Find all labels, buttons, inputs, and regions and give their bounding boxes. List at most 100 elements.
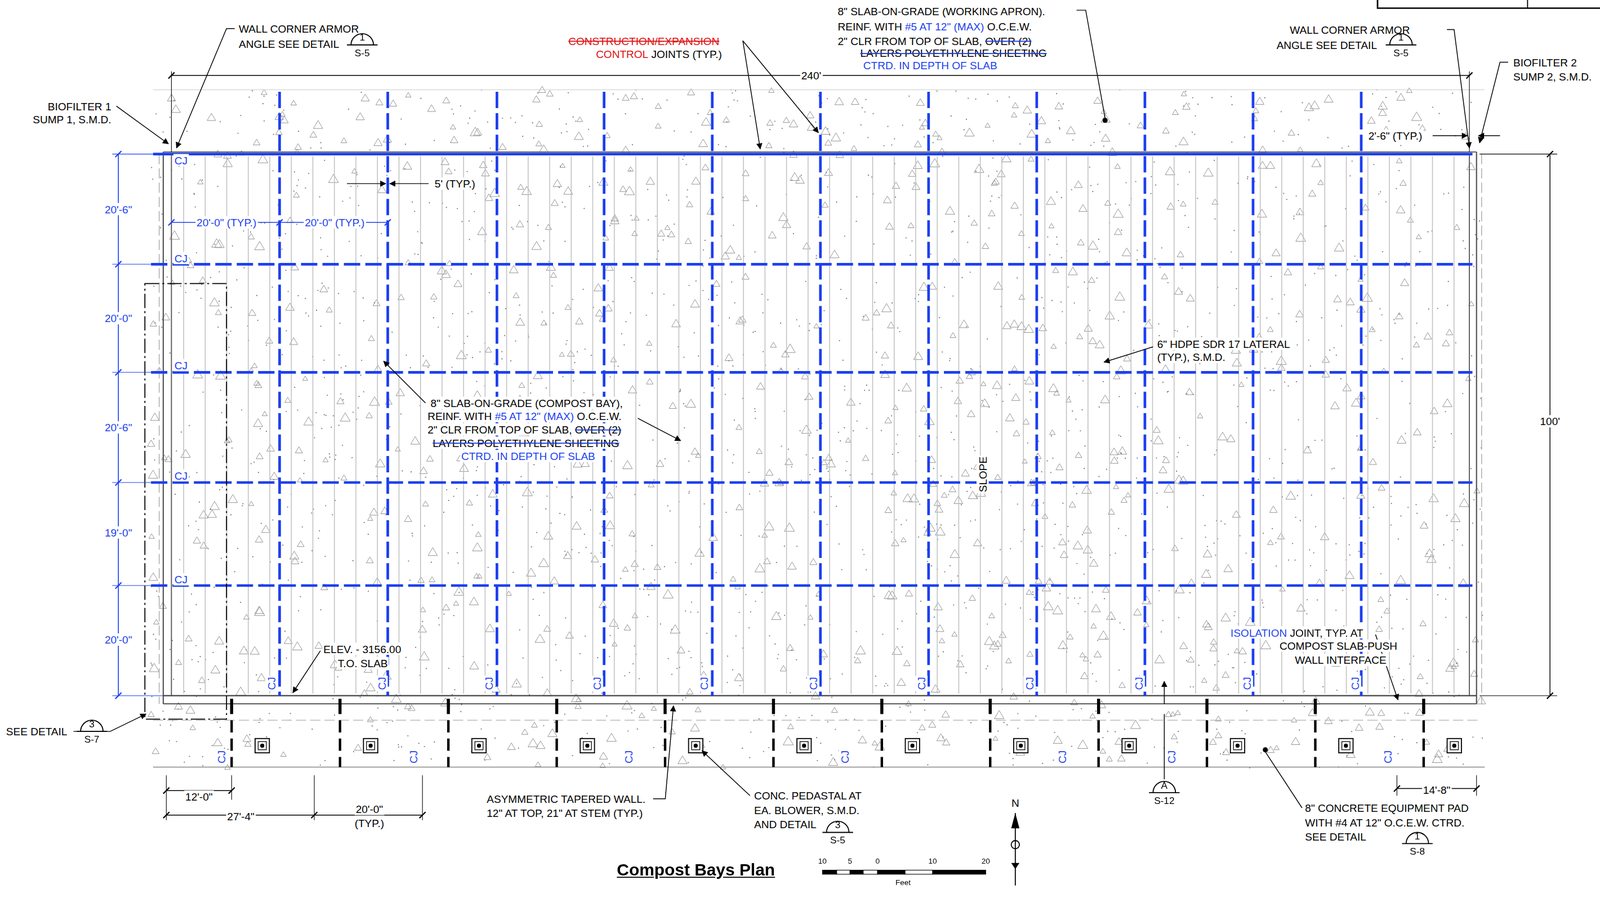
circle-element	[197, 661, 199, 663]
circle-element	[634, 493, 636, 496]
path-element	[807, 123, 815, 131]
circle-element	[1336, 309, 1338, 311]
circle-element	[1188, 171, 1191, 173]
circle-element	[304, 297, 306, 300]
circle-element	[872, 113, 874, 115]
path-element	[294, 143, 302, 150]
circle-element	[448, 500, 450, 502]
circle-element	[554, 466, 556, 468]
circle-element	[639, 588, 641, 590]
circle-element	[884, 725, 886, 728]
path-element	[724, 353, 733, 361]
circle-element	[1020, 214, 1022, 216]
path-element	[945, 206, 955, 215]
circle-element	[285, 269, 287, 271]
circle-element	[942, 651, 944, 653]
circle-element	[1327, 136, 1329, 138]
path-element	[1413, 428, 1422, 436]
circle-element	[241, 505, 243, 507]
circle-element	[220, 558, 222, 560]
circle-element	[625, 321, 627, 323]
circle-element	[667, 505, 669, 507]
circle-element	[272, 519, 274, 521]
circle-element	[911, 240, 913, 242]
circle-element	[1397, 538, 1399, 540]
circle-element	[910, 711, 912, 713]
circle-element	[1230, 251, 1232, 253]
circle-element	[987, 665, 989, 667]
circle-element	[1447, 281, 1450, 283]
circle-element	[304, 460, 306, 462]
circle-element	[1291, 542, 1294, 545]
circle-element	[437, 326, 439, 328]
circle-element	[168, 471, 171, 474]
circle-element	[1219, 753, 1221, 755]
circle-element	[1232, 667, 1234, 669]
circle-element	[693, 332, 695, 334]
circle-element	[960, 504, 962, 506]
path-element	[862, 314, 870, 321]
circle-element	[532, 598, 534, 600]
circle-element	[1030, 399, 1032, 401]
circle-element	[433, 741, 435, 743]
path-element	[887, 322, 895, 329]
circle-element	[759, 490, 761, 492]
path-element	[785, 458, 793, 466]
circle-element	[1178, 617, 1180, 619]
path-element	[1333, 295, 1342, 302]
circle-element	[897, 434, 899, 436]
circle-element	[740, 535, 742, 537]
path-element	[1072, 541, 1083, 550]
circle-element	[1400, 683, 1402, 685]
circle-element	[532, 122, 534, 124]
circle-element	[754, 600, 756, 603]
circle-element	[924, 709, 926, 711]
circle-element	[844, 385, 846, 387]
circle-element	[386, 721, 388, 724]
circle-element	[519, 314, 521, 316]
circle-element	[273, 318, 275, 320]
circle-element	[830, 754, 832, 756]
circle-element	[660, 623, 662, 625]
circle-element	[1245, 552, 1247, 554]
circle-element	[296, 223, 298, 225]
path-element	[360, 689, 368, 696]
path-element	[690, 723, 700, 732]
circle-element	[1180, 537, 1183, 539]
circle-element	[349, 197, 351, 199]
circle-element	[1233, 384, 1235, 386]
circle-element	[1067, 540, 1069, 542]
circle-element	[749, 757, 751, 759]
circle-element	[917, 293, 920, 296]
path-element	[1180, 201, 1187, 207]
path-element	[783, 117, 790, 123]
path-element	[148, 533, 155, 539]
circle-element	[1141, 513, 1143, 515]
circle-element	[1120, 435, 1122, 438]
circle-element	[1009, 548, 1011, 550]
circle-element	[1322, 686, 1324, 688]
circle-element	[468, 220, 470, 222]
path-element	[402, 161, 412, 170]
circle-element	[1233, 229, 1235, 231]
circle-element	[398, 746, 400, 748]
path-element	[189, 724, 196, 730]
circle-element	[174, 493, 176, 496]
circle-element	[1401, 358, 1403, 360]
circle-element	[215, 716, 217, 719]
path-element	[630, 92, 638, 99]
circle-element	[320, 248, 322, 251]
circle-element	[985, 668, 987, 670]
circle-element	[761, 293, 763, 296]
path-element	[723, 116, 730, 123]
circle-element	[366, 682, 368, 684]
path-element	[934, 505, 943, 513]
circle-element	[683, 155, 685, 157]
circle-element	[1380, 616, 1383, 618]
path-element	[1260, 640, 1272, 649]
path-element	[539, 144, 548, 153]
path-element	[174, 702, 184, 710]
path-element	[999, 631, 1007, 639]
path-element	[1423, 332, 1432, 340]
circle-element	[759, 156, 761, 158]
